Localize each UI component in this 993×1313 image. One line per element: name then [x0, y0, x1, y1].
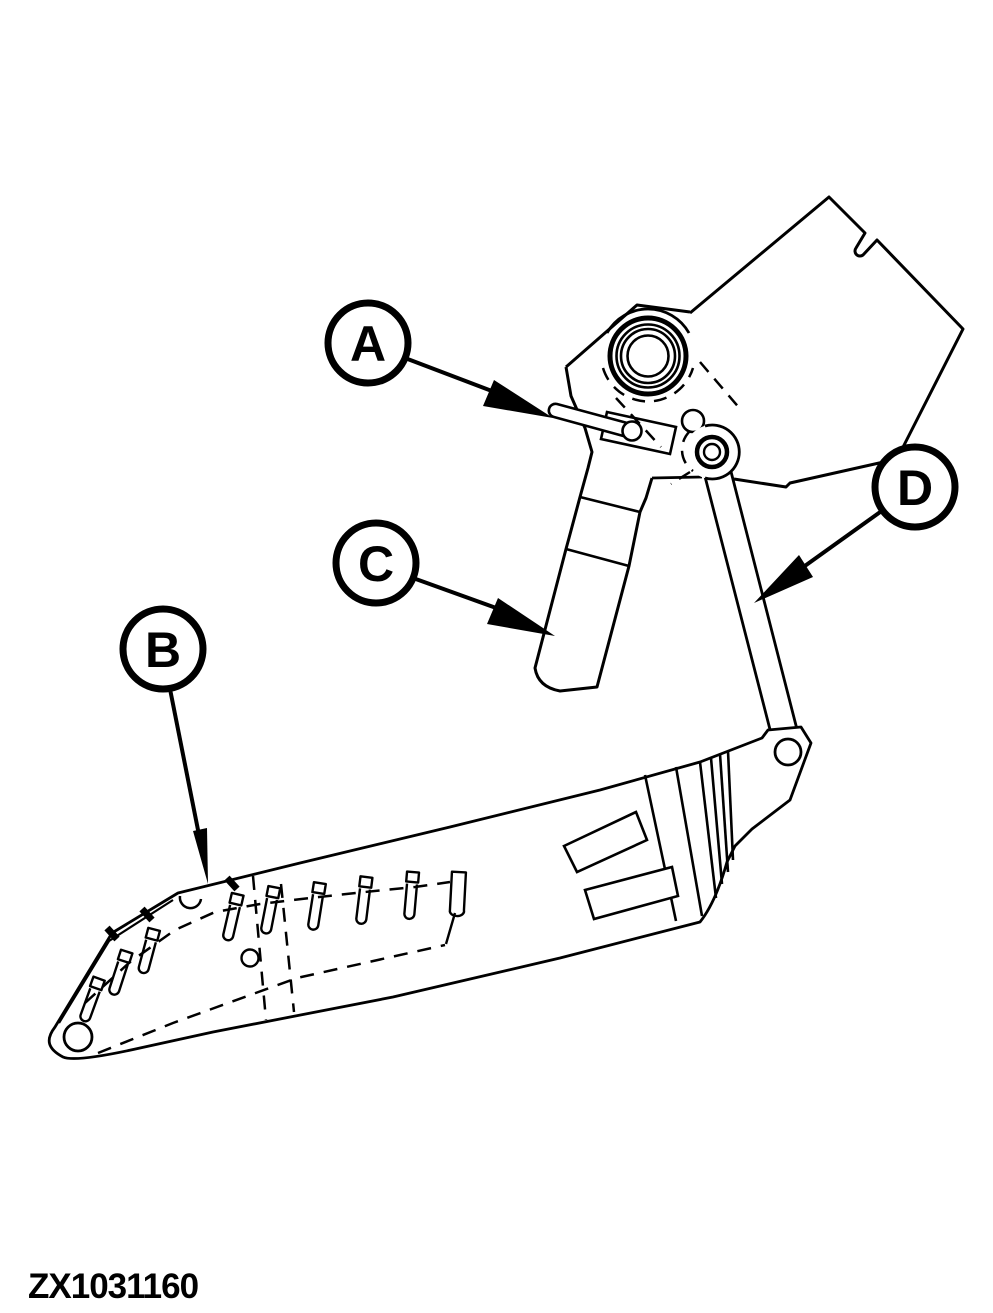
callout-d-arrow: [754, 508, 885, 603]
boot-seam-upper: [579, 495, 641, 514]
pedal-arm: [533, 303, 703, 693]
arm-head-hole: [680, 408, 706, 434]
pedal-ribs: [643, 750, 735, 922]
callout-a-circle: [324, 299, 412, 387]
callout-c-label: C: [358, 536, 394, 592]
callout-c: C: [332, 519, 555, 636]
link-rod: [699, 446, 803, 759]
callout-b-label: B: [145, 622, 181, 678]
pedal-rod-pivot: [773, 737, 803, 767]
callout-a: A: [324, 299, 553, 418]
retaining-pin-assembly: [547, 402, 678, 456]
pedal-tread-pads: [562, 810, 680, 921]
callout-a-arrow: [404, 356, 553, 418]
rod-pivot-lobe: [685, 423, 741, 481]
callout-a-label: A: [350, 316, 386, 372]
pedal-hidden-hole: [240, 948, 260, 968]
pin-head: [621, 420, 643, 442]
retaining-pin: [554, 404, 631, 437]
callout-b: B: [119, 605, 208, 884]
callout-b-circle: [119, 605, 207, 693]
callout-c-circle: [332, 519, 420, 607]
callout-d-circle: [871, 443, 959, 531]
pedal-cleats: [79, 870, 468, 1023]
callout-c-arrow: [412, 576, 555, 636]
pedal-tip-hole: [62, 1021, 94, 1053]
pedal-edge-ticks: [104, 875, 240, 942]
pivot-hub: [605, 307, 691, 397]
pedal-surface-notch: [178, 895, 203, 910]
mounting-plate: [689, 195, 965, 489]
pedal: [47, 725, 813, 1060]
figure-code: ZX1031160: [28, 1267, 199, 1306]
callout-b-arrow: [168, 688, 208, 884]
pedal-hidden-lines: [84, 875, 451, 1055]
hidden-edges: [601, 361, 742, 486]
boot-seam-lower: [565, 547, 630, 568]
callout-d-label: D: [897, 460, 933, 516]
callout-d: D: [754, 443, 959, 603]
